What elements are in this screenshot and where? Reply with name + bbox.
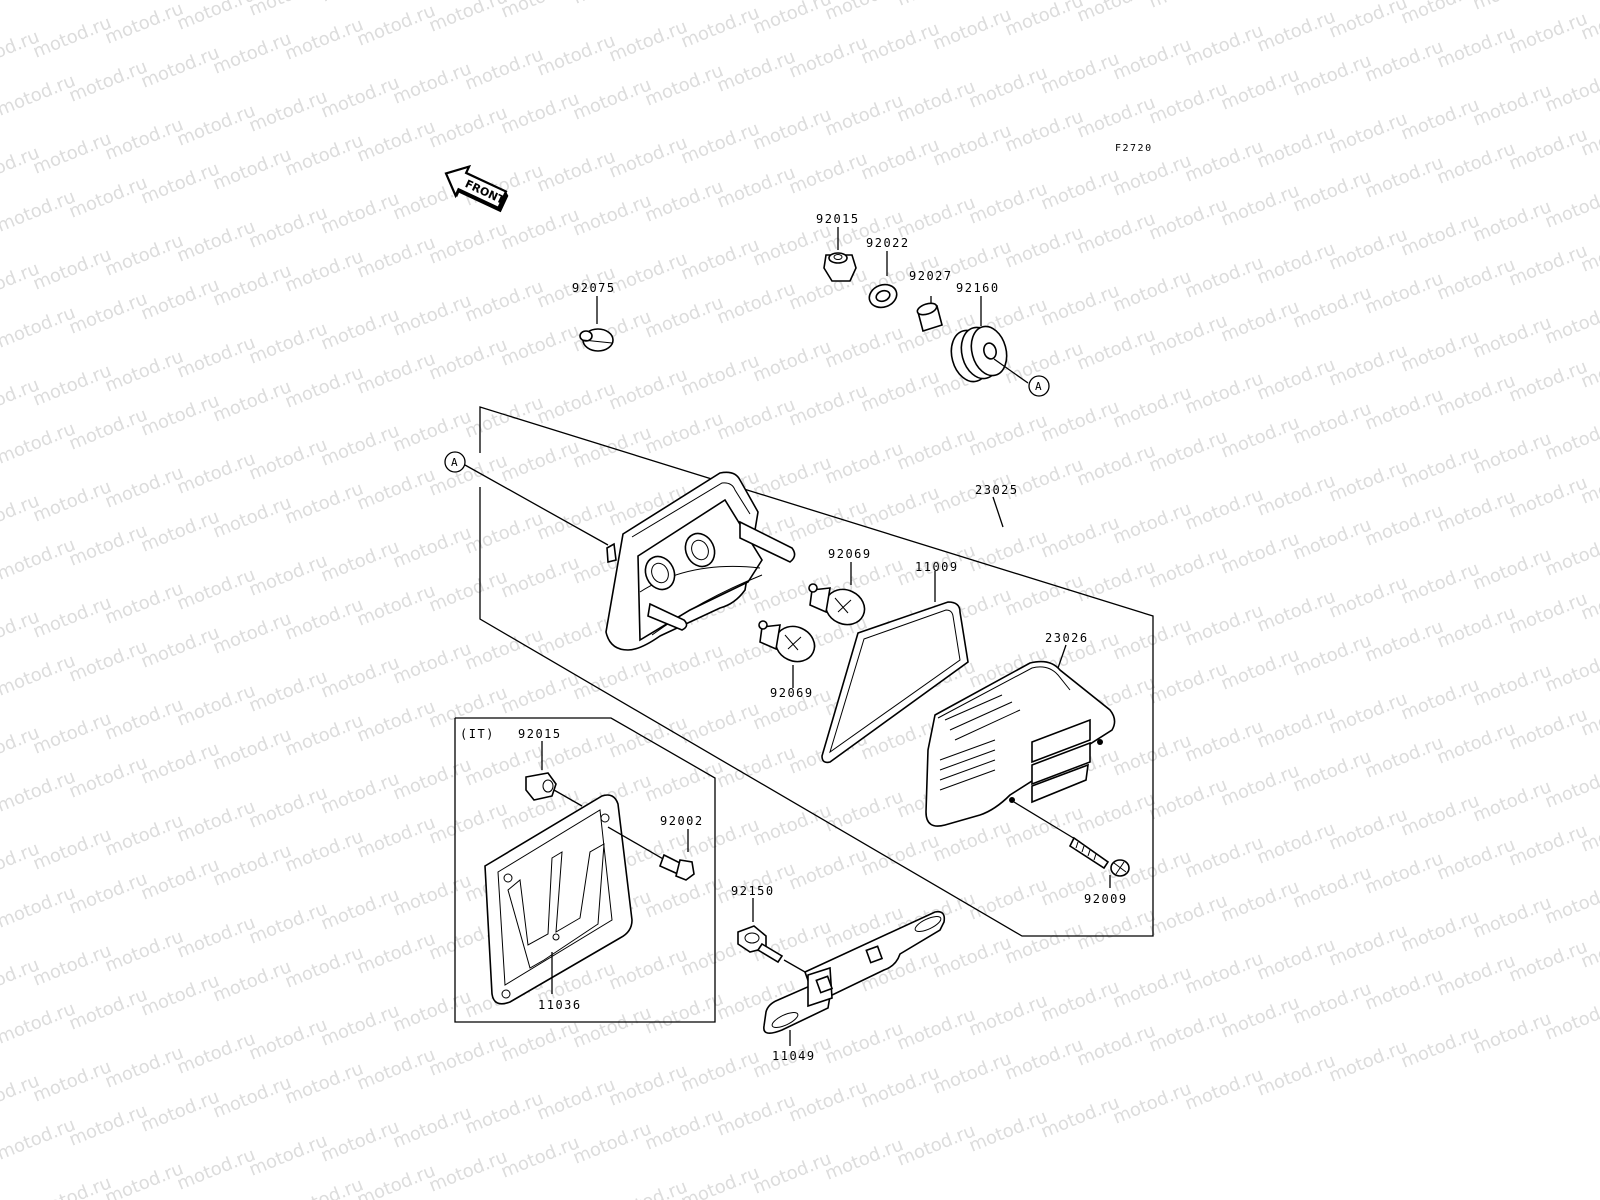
part-number-11049: 11049 [772,1049,816,1063]
part-number-11009: 11009 [915,560,959,574]
svg-text:A: A [1035,380,1042,393]
figure-code: F2720 [1115,143,1153,154]
gasket-11009 [821,601,969,764]
collar-92027 [916,302,943,333]
screw-92009 [1068,836,1130,877]
bolt-92150 [737,925,784,964]
part-number-11036: 11036 [538,998,582,1012]
nut-92015 [823,252,857,282]
license-plate-bracket-11036 [484,794,633,1005]
bulb-92069-lower [758,620,816,663]
part-number-92150: 92150 [731,884,775,898]
damper-92160 [950,325,1008,383]
part-number-92015-it: 92015 [518,727,562,741]
license-bracket-11049 [763,910,946,1034]
grommet-92075 [579,328,614,352]
tail-lamp-housing [605,471,796,651]
tail-lens-23026 [925,660,1116,827]
region-label-it: (IT) [460,727,495,741]
bulb-92069-upper [808,583,866,626]
part-number-92069-bottom: 92069 [770,686,814,700]
part-number-92015-top: 92015 [816,212,860,226]
front-arrow-icon: FRONT [444,164,509,213]
bolt-92002 [658,853,695,881]
svg-text:A: A [451,456,458,469]
part-number-23026: 23026 [1045,631,1089,645]
part-number-92160: 92160 [956,281,1000,295]
it-inset-box [454,717,716,1023]
washer-92022 [868,283,898,309]
part-number-92075: 92075 [572,281,616,295]
part-number-92009: 92009 [1084,892,1128,906]
part-number-92027: 92027 [909,269,953,283]
callout-a-left: A [444,451,466,473]
part-number-92022: 92022 [866,236,910,250]
nut-92015-it [525,772,557,801]
part-number-23025: 23025 [975,483,1019,497]
callout-a-right: A [1028,375,1050,397]
part-number-92002: 92002 [660,814,704,828]
assembly-outline-23025 [479,406,1154,937]
part-number-92069-top: 92069 [828,547,872,561]
